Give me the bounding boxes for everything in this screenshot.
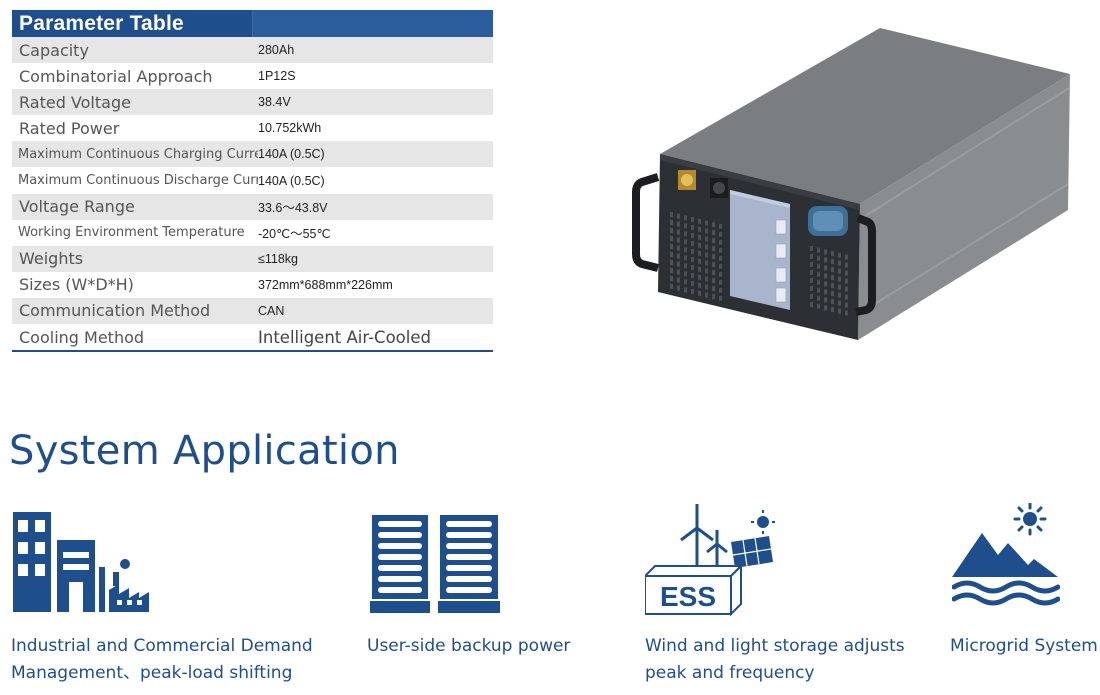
app-label-microgrid: Microgrid System: [950, 633, 1098, 660]
app-label-industrial-line2: Management、peak-load shifting: [11, 663, 293, 683]
parameter-label: Communication Method: [19, 301, 211, 321]
app-label-wind-light: Wind and light storage adjusts peak and …: [645, 633, 905, 687]
parameter-label: Combinatorial Approach: [19, 66, 213, 86]
parameter-value: ≤118kg: [258, 251, 298, 266]
parameter-row: Rated Voltage 38.4V: [12, 89, 493, 116]
microgrid-mountain-sun-icon: [952, 503, 1060, 606]
parameter-row: Capacity 280Ah: [12, 37, 493, 64]
power-terminal-positive: [678, 170, 696, 190]
parameter-label: Voltage Range: [19, 197, 135, 217]
parameter-value: 140A (0.5C): [258, 147, 325, 162]
app-label-wind-light-line2: peak and frequency: [645, 663, 815, 683]
parameter-label: Rated Power: [19, 118, 120, 138]
parameter-value: 1P12S: [258, 69, 296, 84]
left-handle: [632, 173, 660, 272]
parameter-value: 38.4V: [258, 95, 291, 110]
app-label-industrial-line1: Industrial and Commercial Demand: [11, 636, 313, 656]
right-handle: [855, 214, 876, 316]
parameter-label: Cooling Method: [19, 327, 145, 347]
parameter-value: -20℃～55℃: [258, 227, 331, 242]
ess-badge-text: ESS: [660, 581, 716, 612]
power-terminal-negative: [710, 178, 728, 198]
parameter-row: Communication Method CAN: [12, 297, 493, 325]
server-racks-icon: [370, 515, 500, 613]
battery-module-illustration: [632, 28, 1070, 340]
system-application-title: System Application: [9, 428, 400, 474]
parameter-table-header: Parameter Table: [12, 10, 493, 37]
small-sun-icon: [751, 510, 775, 534]
app-label-industrial: Industrial and Commercial Demand Managem…: [11, 633, 313, 687]
mountain-icon: [952, 533, 1058, 577]
parameter-row: Weights ≤118kg: [12, 245, 493, 272]
parameter-row: Combinatorial Approach 1P12S: [12, 63, 493, 89]
app-label-microgrid-line1: Microgrid System: [950, 636, 1098, 656]
control-panel: [730, 190, 790, 310]
parameter-value: 33.6～43.8V: [258, 201, 328, 216]
parameter-value: CAN: [258, 303, 285, 318]
parameter-row: Cooling Method Intelligent Air-Cooled: [12, 324, 493, 350]
parameter-label: Working Environment Temperature: [18, 225, 245, 241]
left-vent-grid: [670, 212, 722, 301]
parameter-label: Weights: [19, 249, 84, 269]
solar-panel-icon: [731, 536, 773, 568]
app-label-wind-light-line1: Wind and light storage adjusts: [645, 636, 905, 656]
parameter-label: Rated Voltage: [19, 92, 131, 112]
right-vent-grid: [810, 246, 848, 316]
factory-buildings-icon: [13, 512, 149, 612]
parameter-table-header-fill: [252, 10, 493, 37]
app-label-backup: User-side backup power: [367, 633, 570, 660]
parameter-row: Voltage Range 33.6～43.8V: [12, 193, 493, 220]
parameter-value: 280Ah: [258, 43, 295, 58]
parameter-label: Maximum Continuous Charging Current: [18, 146, 258, 162]
parameter-label: Sizes (W*D*H): [19, 275, 134, 295]
parameter-row: Sizes (W*D*H) 372mm*688mm*226mm: [12, 272, 493, 298]
parameter-value: 372mm*688mm*226mm: [258, 277, 393, 292]
parameter-value: 10.752kWh: [258, 121, 322, 136]
wind-turbine-icon: [680, 504, 728, 578]
battery-top-face: [660, 28, 1070, 204]
app-label-backup-line1: User-side backup power: [367, 636, 571, 656]
parameter-row: Rated Power 10.752kWh: [12, 115, 493, 141]
parameter-label: Capacity: [19, 40, 89, 60]
waves-icon: [952, 580, 1060, 606]
sun-icon: [1013, 503, 1047, 536]
parameter-value: Intelligent Air-Cooled: [258, 327, 431, 347]
parameter-table-title: Parameter Table: [19, 11, 184, 35]
parameter-row: Working Environment Temperature -20℃～55℃: [12, 220, 493, 246]
parameter-value: 140A (0.5C): [258, 173, 325, 188]
parameter-label: Maximum Continuous Discharge Current: [18, 173, 258, 189]
wind-solar-ess-icon: ESS: [645, 504, 775, 616]
battery-side-face: [858, 74, 1070, 340]
ess-box-icon: ESS: [645, 563, 744, 616]
panel-connectors: [775, 219, 787, 303]
